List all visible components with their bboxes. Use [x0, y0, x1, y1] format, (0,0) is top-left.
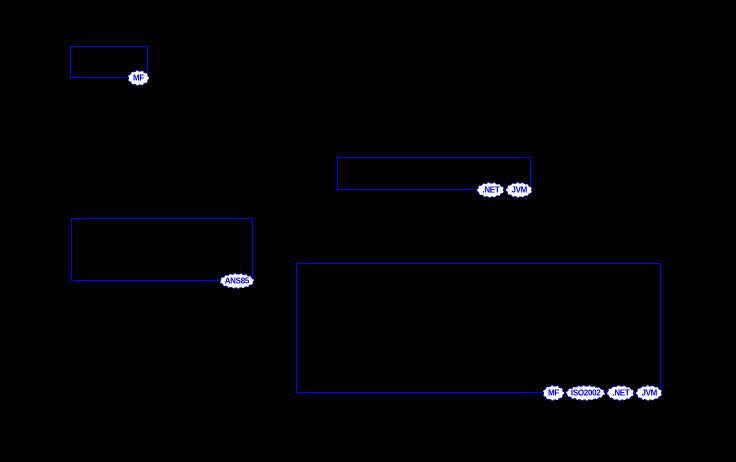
box-top-left: MF [70, 46, 149, 86]
dialect-badge: MF [128, 70, 149, 86]
box-left: ANS85 [71, 218, 254, 289]
dialect-badge: JVM [506, 182, 532, 198]
dialect-badge-group: MF [128, 70, 149, 86]
dialect-badge: .NET [607, 385, 635, 401]
dialect-badge: ISO2002 [565, 385, 606, 401]
dialect-badge-group: ANS85 [219, 273, 254, 289]
dialect-badge: .NET [477, 182, 505, 198]
dialect-badge: ANS85 [219, 273, 254, 289]
dialect-badge: JVM [636, 385, 662, 401]
dialect-badge: MF [542, 385, 564, 401]
